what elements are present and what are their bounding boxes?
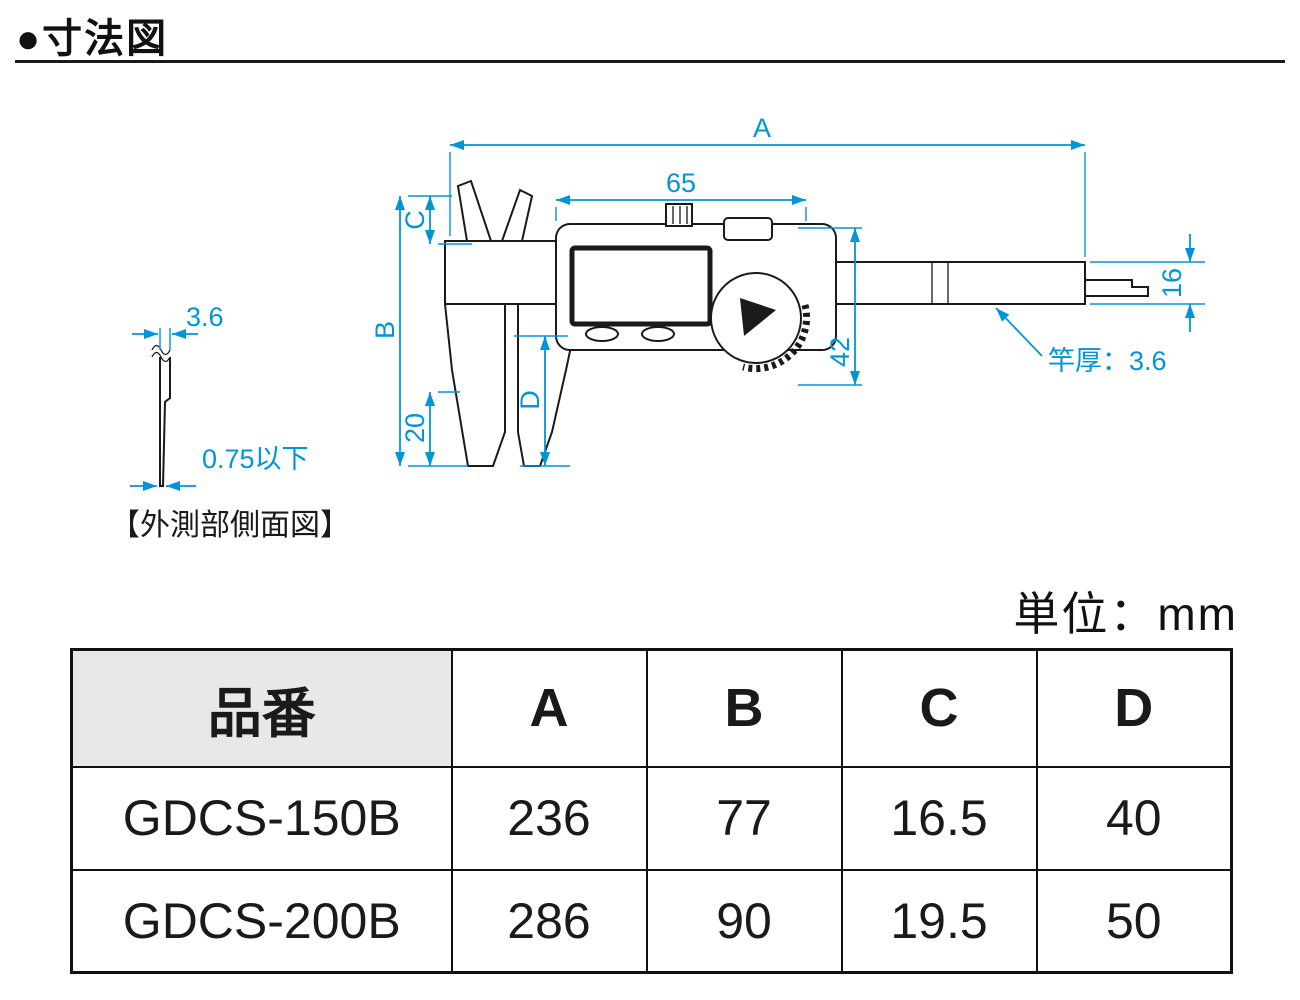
beam-end-tail: [1084, 279, 1149, 297]
caliper-outline: [151, 179, 1149, 487]
dimension-table-wrap: 品番 A B C D GDCS-150B 236 77 16.5 40 GDCS…: [70, 648, 1233, 974]
dim-label-42: 42: [825, 337, 855, 367]
cell-d: 40: [1035, 765, 1233, 871]
clamp-knob: [665, 203, 693, 227]
cell-b: 90: [645, 868, 843, 974]
dim-label-a: A: [753, 113, 771, 143]
dimension-diagram: A 65 C B 20 D 42 16 竿厚：3.6 3.6 0.75以下 【外…: [110, 113, 1205, 542]
table-header-row: 品番 A B C D: [70, 648, 1233, 768]
upper-jaw-fixed: [456, 179, 493, 242]
dim-label-20: 20: [400, 413, 430, 443]
col-header-c: C: [840, 648, 1038, 768]
dimension-table: 品番 A B C D GDCS-150B 236 77 16.5 40 GDCS…: [70, 648, 1233, 974]
side-view-blade: [159, 357, 171, 487]
col-header-a: A: [450, 648, 648, 768]
lower-jaw-fixed: [443, 303, 506, 467]
col-header-d: D: [1035, 648, 1233, 768]
body-block: [444, 240, 566, 305]
table-row: GDCS-150B 236 77 16.5 40: [70, 765, 1233, 871]
lcd-display: [569, 245, 713, 327]
cell-d: 50: [1035, 868, 1233, 974]
cell-model: GDCS-200B: [70, 868, 453, 974]
top-button: [723, 217, 773, 241]
roller-serration: [742, 304, 811, 373]
title-underline: [15, 60, 1285, 63]
side-view-caption: 【外測部側面図】: [110, 509, 350, 542]
page-title: ●寸法図: [16, 17, 169, 61]
cell-b: 77: [645, 765, 843, 871]
unit-label: 単位：mm: [1013, 588, 1238, 640]
break-symbol: [151, 351, 171, 363]
cell-model: GDCS-150B: [70, 765, 453, 871]
function-button: [641, 326, 675, 342]
dim-label-65: 65: [666, 168, 696, 198]
dim-label-c: C: [400, 210, 430, 230]
col-header-b: B: [645, 648, 843, 768]
break-symbol: [151, 344, 171, 356]
dimension-lines: [130, 140, 1205, 491]
upper-jaw-movable: [500, 188, 534, 242]
dim-label-b: B: [370, 321, 400, 339]
dim-label-16: 16: [1157, 268, 1187, 298]
col-header-model: 品番: [70, 648, 453, 768]
dim-label-d: D: [515, 390, 545, 410]
side-view-tip-label: 0.75以下: [202, 444, 309, 474]
side-view-thickness-label: 3.6: [186, 302, 224, 332]
cell-a: 236: [450, 765, 648, 871]
beam-thickness-label: 竿厚：3.6: [1048, 346, 1167, 376]
table-row: GDCS-200B 286 90 19.5 50: [70, 868, 1233, 974]
cell-c: 19.5: [840, 868, 1038, 974]
dimension-labels: A 65 C B 20 D 42 16 竿厚：3.6 3.6 0.75以下 【外…: [110, 113, 1187, 542]
cell-a: 286: [450, 868, 648, 974]
function-button: [585, 326, 619, 342]
roller-mark: [740, 298, 776, 336]
cell-c: 16.5: [840, 765, 1038, 871]
